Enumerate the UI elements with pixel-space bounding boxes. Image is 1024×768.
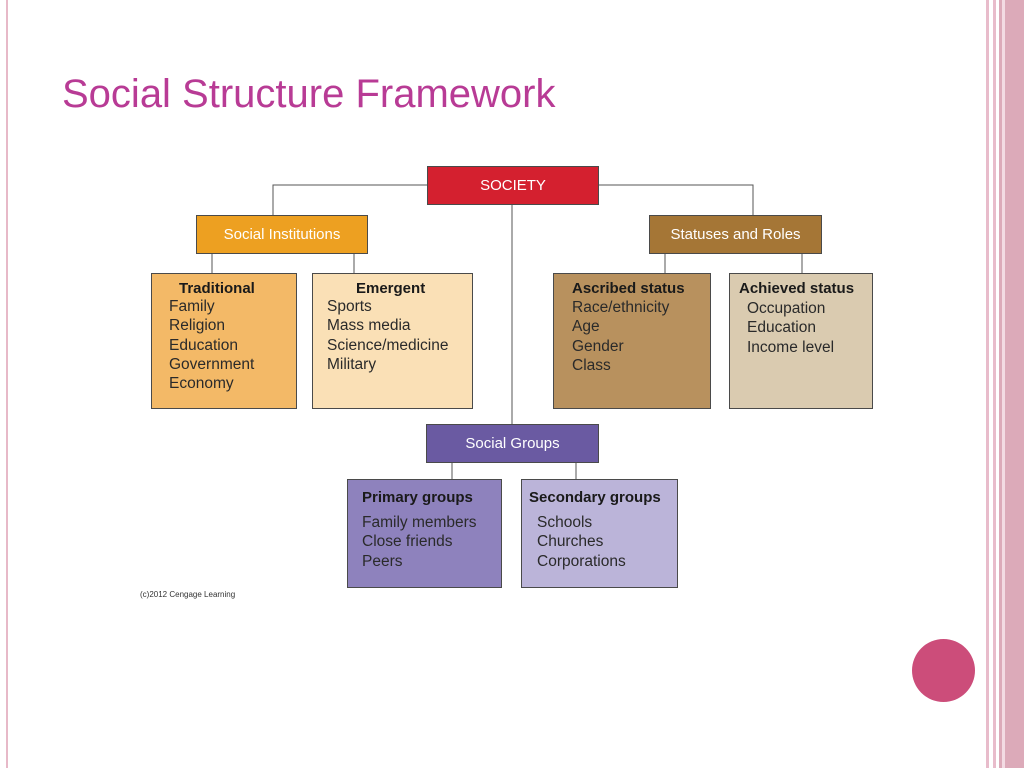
list-item: Family members [362, 514, 477, 531]
traditional-title: Traditional [179, 280, 255, 297]
secondary-groups-box: Secondary groups Schools Churches Corpor… [521, 479, 678, 588]
achieved-status-list: Occupation Education Income level [739, 299, 872, 357]
primary-groups-title: Primary groups [362, 489, 473, 506]
achieved-status-title: Achieved status [739, 280, 855, 297]
list-item: Government [169, 355, 255, 373]
list-item: Economy [169, 375, 234, 393]
list-item: Race/ethnicity [572, 299, 670, 316]
social-institutions-label: Social Institutions [223, 226, 341, 243]
emergent-box: Emergent Sports Mass media Science/medic… [312, 273, 473, 409]
secondary-groups-title: Secondary groups [529, 489, 661, 506]
list-item: Religion [169, 317, 226, 335]
list-item: Sports [327, 298, 372, 315]
traditional-box: Traditional Family Religion Education Go… [151, 273, 297, 409]
ascribed-status-list: Race/ethnicity Age Gender Class [572, 298, 710, 375]
list-item: Gender [572, 337, 624, 355]
list-item: Family [169, 298, 215, 315]
emergent-list: Sports Mass media Science/medicine Milit… [327, 297, 472, 374]
society-box: SOCIETY [427, 166, 599, 205]
list-item: Military [327, 355, 377, 373]
list-item: Churches [537, 533, 604, 551]
left-border-rule [6, 0, 8, 768]
list-item: Income level [747, 338, 835, 356]
list-item: Occupation [747, 300, 826, 317]
list-item: Education [169, 336, 238, 354]
primary-groups-box: Primary groups Family members Close frie… [347, 479, 502, 588]
list-item: Age [572, 318, 600, 336]
statuses-and-roles-box: Statuses and Roles [649, 215, 822, 254]
primary-groups-list: Family members Close friends Peers [362, 513, 501, 571]
social-groups-box: Social Groups [426, 424, 599, 463]
ascribed-status-box: Ascribed status Race/ethnicity Age Gende… [553, 273, 711, 409]
list-item: Education [747, 319, 816, 337]
list-item: Corporations [537, 552, 626, 570]
slide-title: Social Structure Framework [62, 72, 556, 116]
traditional-list: Family Religion Education Government Eco… [169, 297, 296, 393]
list-item: Peers [362, 552, 403, 570]
secondary-groups-list: Schools Churches Corporations [529, 513, 677, 571]
list-item: Schools [537, 514, 593, 531]
social-institutions-box: Social Institutions [196, 215, 368, 254]
social-groups-label: Social Groups [465, 435, 560, 452]
ascribed-status-title: Ascribed status [572, 280, 685, 297]
decorative-circle [912, 639, 975, 702]
list-item: Science/medicine [327, 336, 449, 354]
achieved-status-box: Achieved status Occupation Education Inc… [729, 273, 873, 409]
list-item: Mass media [327, 317, 411, 335]
society-label: SOCIETY [480, 177, 546, 194]
list-item: Close friends [362, 533, 453, 551]
emergent-title: Emergent [356, 280, 426, 297]
statuses-and-roles-label: Statuses and Roles [670, 226, 801, 243]
copyright-credit: (c)2012 Cengage Learning [140, 590, 236, 599]
right-decorative-stripes [986, 0, 1024, 768]
list-item: Class [572, 356, 611, 374]
